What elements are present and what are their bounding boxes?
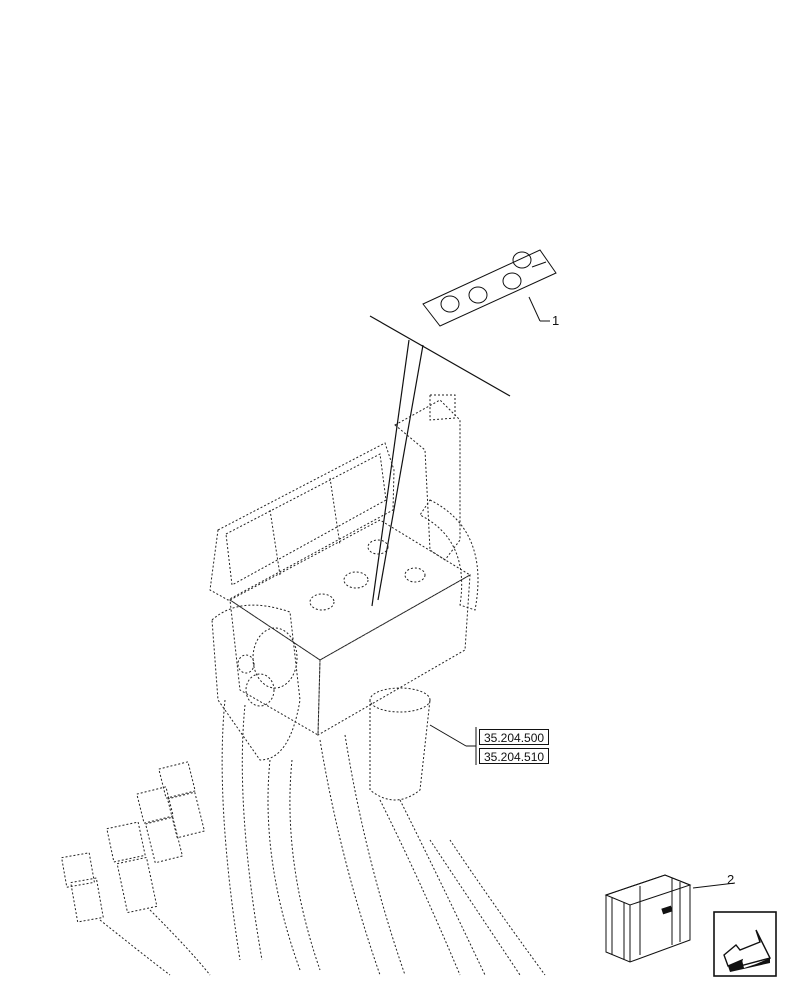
reference-link-35-204-500[interactable]: 35.204.500 (479, 729, 550, 745)
kit-crate-icon (604, 874, 736, 963)
decal-sheet-icon (422, 249, 557, 327)
arrow-navigation-icon[interactable] (713, 911, 777, 977)
leader-lines (369, 315, 511, 607)
reference-link-35-204-510[interactable]: 35.204.510 (479, 748, 550, 764)
callout-1: 1 (552, 313, 560, 328)
reference-bracket (429, 724, 477, 765)
valve-assembly (61, 394, 546, 976)
callout-2: 2 (727, 872, 735, 887)
hose-fittings (61, 761, 211, 976)
